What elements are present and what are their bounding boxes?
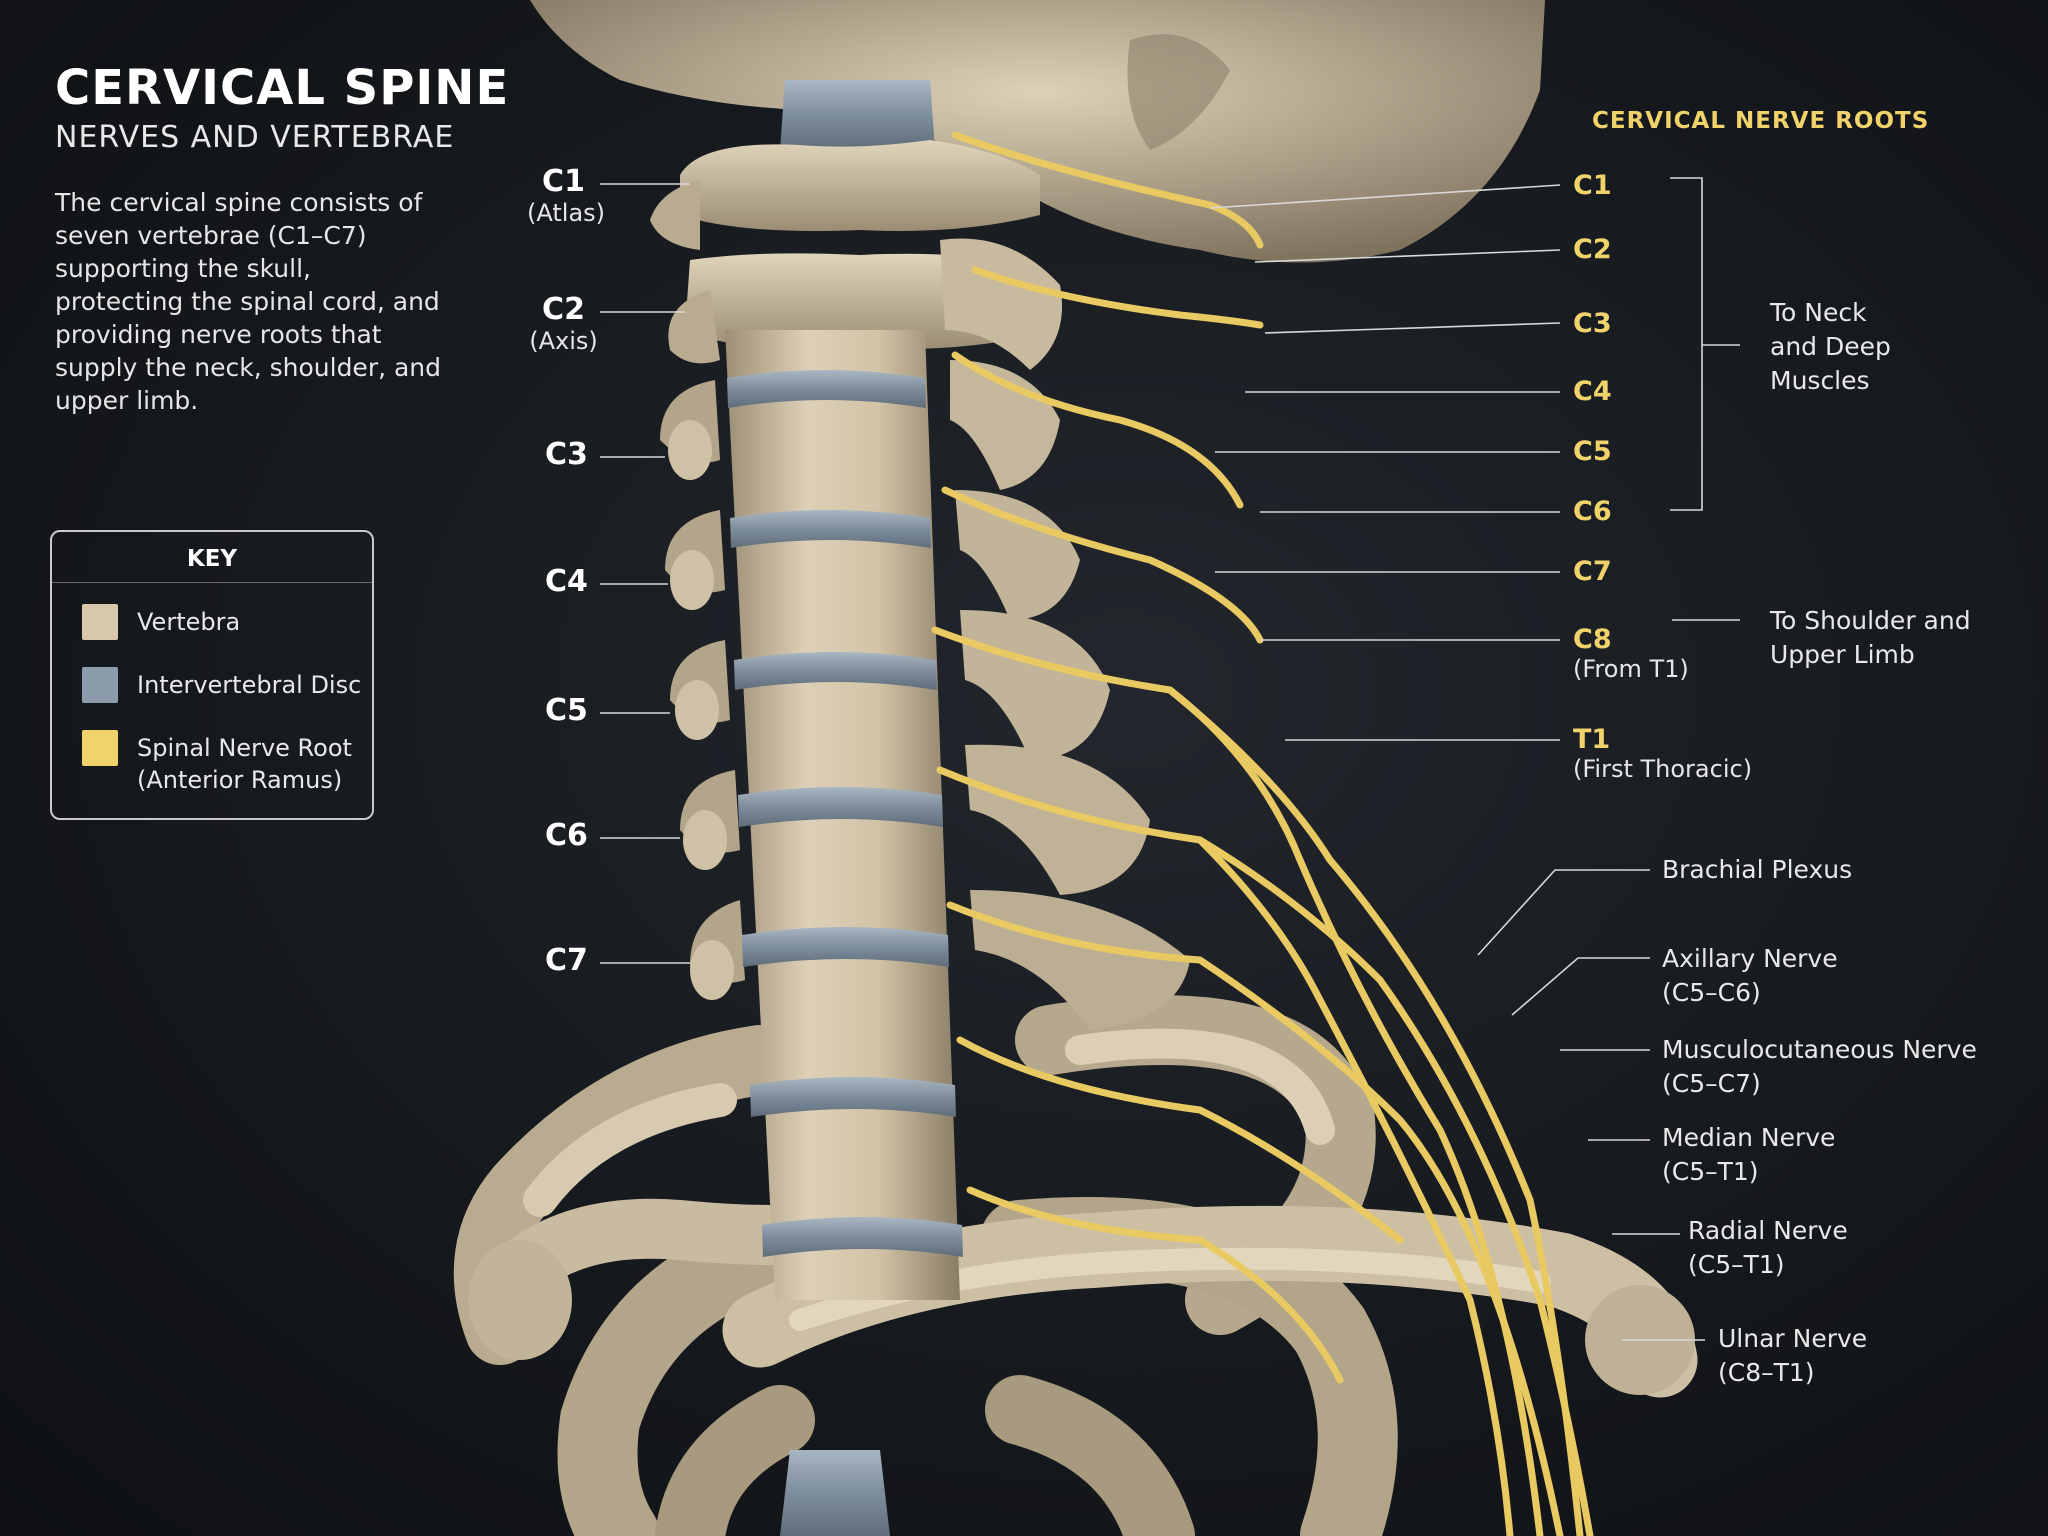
legend-swatch-vertebra (82, 604, 118, 640)
intervertebral-discs (727, 370, 963, 1536)
legend-title: KEY (186, 546, 238, 572)
vertebral-column (650, 140, 1190, 1300)
legend-swatch-nerve (82, 730, 118, 766)
group-label-shoulder: To Shoulder and Upper Limb (1770, 606, 1971, 669)
nerve-root-paths (931, 131, 1594, 1536)
spinous-processes (668, 420, 734, 1000)
legend-label-disc: Intervertebral Disc (137, 671, 362, 699)
rib-cage (453, 995, 1698, 1536)
nerve-root-label-c3: C3 (1573, 308, 1612, 339)
nerve-root-label-c2: C2 (1573, 234, 1612, 265)
dens-disc (780, 80, 935, 150)
leader-lines (600, 177, 1740, 1341)
branch-label-musculocutaneous: Musculocutaneous Nerve (C5–C7) (1662, 1035, 1977, 1098)
nerve-root-label-c7: C7 (1573, 556, 1612, 587)
legend-label-vertebra: Vertebra (137, 608, 241, 636)
skull (530, 0, 1545, 263)
nerve-root-label-c4: C4 (1573, 376, 1612, 407)
branch-label-radial: Radial Nerve (C5–T1) (1688, 1216, 1848, 1279)
page-title: CERVICAL SPINE (55, 60, 510, 116)
vertebra-label-c4: C4 (545, 564, 588, 599)
legend-sublabel-nerve: (Anterior Ramus) (137, 766, 343, 794)
description-text: The cervical spine consists of seven ver… (55, 188, 442, 415)
nerve-root-label-c6: C6 (1573, 496, 1612, 527)
vertebra-label-c6: C6 (545, 818, 588, 853)
branch-label-brachial-plexus: Brachial Plexus (1662, 855, 1853, 884)
group-label-neck: To Neck and Deep Muscles (1770, 298, 1891, 395)
nerve-root-label-c5: C5 (1573, 436, 1612, 467)
nerve-root-label-c1: C1 (1573, 170, 1612, 201)
branch-label-axillary: Axillary Nerve (C5–C6) (1662, 944, 1838, 1007)
legend-box: KEY Vertebra Intervertebral Disc Spinal … (50, 530, 374, 820)
nerve-root-label-t1: T1 (First Thoracic) (1573, 724, 1753, 783)
branch-label-ulnar: Ulnar Nerve (C8–T1) (1718, 1324, 1868, 1387)
vertebra-label-c7: C7 (545, 943, 588, 978)
legend-label-nerve: Spinal Nerve Root (137, 734, 352, 762)
page-subtitle: NERVES AND VERTEBRAE (55, 120, 455, 155)
branch-label-median: Median Nerve (C5–T1) (1662, 1123, 1836, 1186)
vertebra-label-c3: C3 (545, 437, 588, 472)
nerve-root-label-c8: C8 (From T1) (1573, 624, 1689, 683)
vertebra-label-c1: C1 (Atlas) (527, 164, 606, 227)
nerve-roots-title: CERVICAL NERVE ROOTS (1592, 108, 1930, 134)
shoulder-joint-left (468, 1240, 572, 1360)
legend-divider (52, 582, 372, 583)
vertebra-label-c2: C2 (Axis) (529, 292, 598, 355)
legend-swatch-disc (82, 667, 118, 703)
vertebra-label-c5: C5 (545, 693, 588, 728)
